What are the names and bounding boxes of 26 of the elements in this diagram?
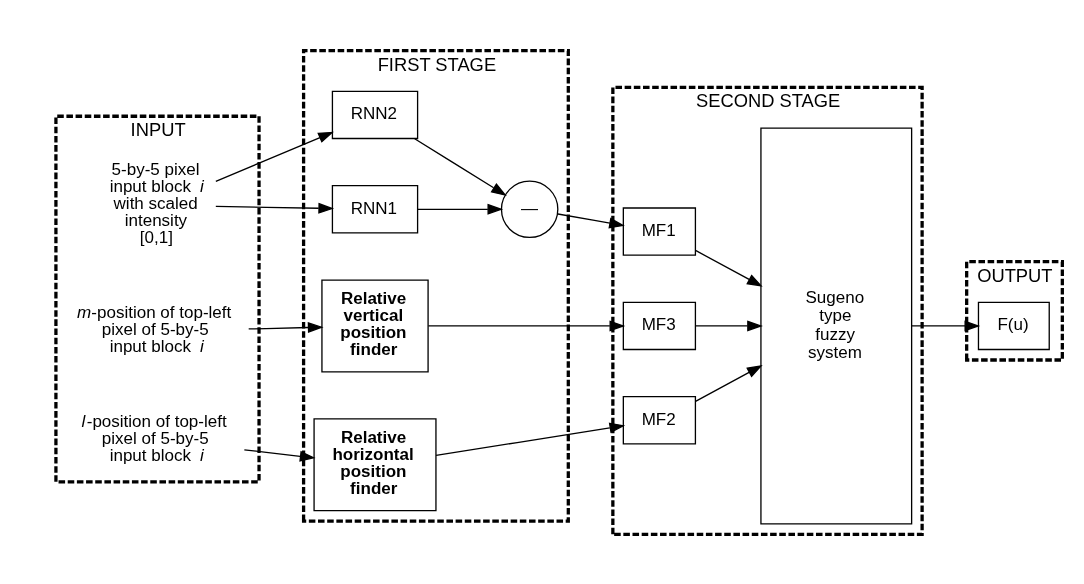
arrow: [417, 203, 504, 215]
node-box: MF2: [622, 395, 697, 444]
node-box: Relative vertical position finder: [321, 278, 429, 372]
node-box: Sugeno type fuzzy system: [760, 126, 913, 524]
node-text: m-position of top-left pixel of 5-by-5 input block i: [76, 302, 232, 356]
node-text: 5-by-5 pixel input block i with scaled intensity [0,1]: [109, 159, 204, 247]
node-box: RNN1: [331, 184, 419, 234]
node-circle: —: [500, 179, 559, 238]
arrow: [215, 131, 334, 182]
arrow: [694, 319, 763, 331]
arrow: [414, 137, 507, 196]
arrow: [557, 212, 625, 228]
arrow: [215, 202, 335, 214]
arrow: [248, 321, 324, 333]
node-box: MF1: [622, 206, 697, 256]
node-box: Relative horizontal position finder: [313, 417, 437, 511]
arrow: [911, 319, 981, 331]
node-box: MF3: [622, 301, 697, 350]
arrow: [243, 448, 316, 462]
node-box: F(u): [977, 301, 1050, 350]
node-box: RNN2: [331, 90, 419, 139]
arrow: [427, 319, 626, 331]
arrow: [435, 422, 626, 456]
node-text: l-position of top-left pixel of 5-by-5 input block i: [81, 411, 227, 465]
arrow: [694, 249, 763, 287]
arrow: [694, 364, 763, 402]
